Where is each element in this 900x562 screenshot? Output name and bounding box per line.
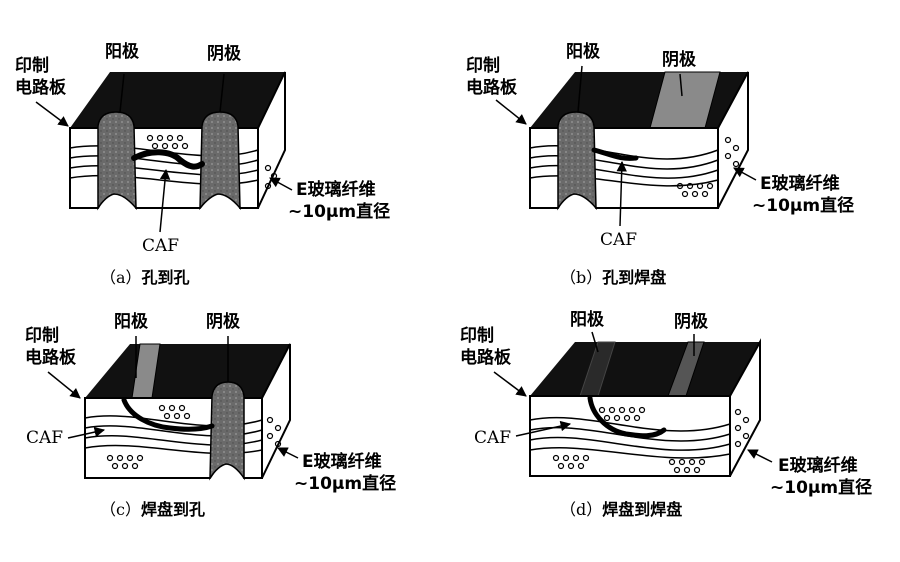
caf-arrow — [616, 160, 627, 227]
caf-arrow — [515, 420, 572, 437]
cathode-via — [209, 381, 245, 481]
fiber-dots — [146, 134, 278, 190]
anode-leader — [591, 331, 599, 353]
pcb-label-line2: 电路板 — [15, 78, 66, 98]
pcb-label-line2: 电路板 — [25, 348, 76, 368]
cathode-leader — [679, 73, 683, 97]
board-top-face — [85, 344, 290, 398]
anode-via — [557, 111, 597, 211]
anode-leader — [119, 73, 125, 113]
fiber-label-line1: E玻璃纤维 — [296, 180, 376, 200]
fiber-label-line2: ~10μm直径 — [752, 196, 855, 216]
pcb-label-line1: 印制 — [460, 326, 494, 346]
board-top-face — [530, 342, 760, 396]
fiber-arrow — [733, 167, 757, 181]
panel-d-illustration — [493, 331, 773, 477]
caption-a: （a）孔到孔 — [100, 268, 190, 287]
caf-filament — [131, 149, 205, 170]
caf-label: CAF — [474, 428, 512, 448]
fiber-label-line1: E玻璃纤维 — [302, 452, 382, 472]
anode-label: 阳极 — [566, 42, 600, 62]
caf-filament — [591, 147, 639, 161]
pcb-arrow — [47, 371, 81, 399]
anode-label: 阳极 — [105, 42, 139, 62]
cathode-label: 阴极 — [674, 312, 708, 332]
fiber-dots — [552, 406, 750, 474]
caf-arrow — [67, 426, 106, 439]
anode-label: 阳极 — [570, 310, 604, 330]
anode-label: 阳极 — [114, 312, 148, 332]
pcb-arrow — [495, 99, 527, 125]
pcb-label-line1: 印制 — [466, 56, 500, 76]
caf-filament — [121, 397, 215, 432]
panel-a-illustration — [35, 71, 293, 233]
fiber-label-line2: ~10μm直径 — [288, 202, 391, 222]
anode-via — [97, 111, 137, 211]
cathode-leader — [219, 73, 225, 113]
pcb-arrow — [493, 371, 527, 397]
fiber-dots — [106, 404, 282, 470]
pcb-label-line1: 印制 — [15, 56, 49, 76]
cathode-via — [199, 111, 241, 211]
glass-fiber-bundles — [84, 415, 263, 455]
cathode-label: 阴极 — [206, 312, 240, 332]
pcb-label-line2: 电路板 — [460, 348, 511, 368]
cathode-label: 阴极 — [662, 50, 696, 70]
caf-arrow — [159, 168, 171, 233]
fiber-label-line2: ~10μm直径 — [294, 474, 397, 494]
pcb-arrow — [35, 101, 69, 127]
fiber-label-line1: E玻璃纤维 — [778, 456, 858, 476]
panel-c-illustration — [47, 336, 299, 481]
caption-d: （d）焊盘到焊盘 — [560, 500, 683, 519]
caption-b: （b）孔到焊盘 — [560, 268, 667, 287]
fiber-dots — [676, 136, 740, 198]
fiber-arrow — [747, 449, 773, 463]
caf-label: CAF — [600, 230, 638, 250]
fiber-arrow — [269, 177, 293, 191]
pcb-label-line2: 电路板 — [466, 78, 517, 98]
pcb-label-line1: 印制 — [25, 326, 59, 346]
anode-leader — [577, 65, 583, 113]
caption-c: （c）焊盘到孔 — [100, 500, 205, 519]
cathode-label: 阴极 — [207, 44, 241, 64]
panel-b-illustration — [495, 65, 757, 227]
caf-label: CAF — [142, 236, 180, 256]
fiber-label-line2: ~10μm直径 — [770, 478, 873, 498]
caf-label: CAF — [26, 428, 64, 448]
fiber-label-line1: E玻璃纤维 — [760, 174, 840, 194]
fiber-arrow — [277, 447, 299, 459]
caf-filament — [587, 395, 667, 439]
